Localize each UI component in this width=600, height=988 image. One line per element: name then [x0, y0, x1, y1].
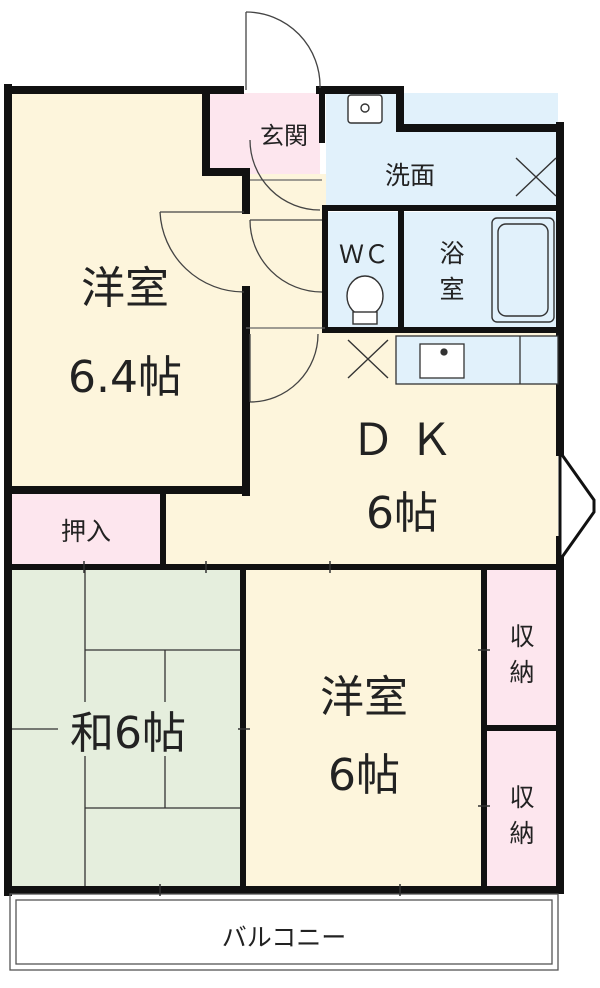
- entrance-label-bg: [252, 116, 316, 152]
- room-name-western-bottom: 洋室: [320, 672, 408, 723]
- room-name-entrance: 玄関: [260, 122, 308, 150]
- vent-icons: [347, 157, 557, 379]
- room-size-western-bottom: 6帖: [328, 750, 400, 801]
- room-name-western-top: 洋室: [81, 263, 169, 314]
- room-name-bath-line1: 浴: [439, 239, 464, 268]
- japanese-label-bg: [58, 702, 200, 756]
- oshiire-floor: [10, 493, 163, 565]
- balcony-outline: [9, 893, 559, 971]
- room-label-japanese: 和6帖: [70, 708, 186, 759]
- bay-window: [558, 447, 596, 565]
- balcony-floor: [10, 892, 558, 972]
- kitchen-counter: [395, 335, 559, 385]
- western-room-bottom-floor: [246, 570, 484, 888]
- room-name-wc: ＷＣ: [339, 240, 389, 269]
- room-name-storage-1-line2: 納: [509, 658, 534, 687]
- toilet-icon: [346, 275, 384, 325]
- room-name-dk: Ｄ Ｋ: [351, 415, 453, 466]
- door-swings: [159, 11, 323, 403]
- bathtub-icon: [491, 217, 555, 323]
- walls: [4, 84, 564, 896]
- washbasin-icon: [347, 94, 383, 124]
- room-name-storage-1-line1: 収: [509, 622, 534, 651]
- room-name-oshiire: 押入: [61, 517, 111, 546]
- room-size-western-top: 6.4帖: [68, 352, 182, 403]
- window-ticks: [83, 561, 490, 896]
- room-name-balcony: バルコニー: [222, 923, 347, 952]
- storage-1-floor: [486, 570, 558, 725]
- room-name-bath-line2: 室: [439, 275, 464, 304]
- room-name-washroom: 洗面: [385, 161, 435, 190]
- room-name-storage-2-line2: 納: [509, 819, 534, 848]
- storage-2-floor: [486, 730, 558, 888]
- room-size-dk: 6帖: [366, 488, 438, 539]
- room-name-storage-2-line1: 収: [509, 783, 534, 812]
